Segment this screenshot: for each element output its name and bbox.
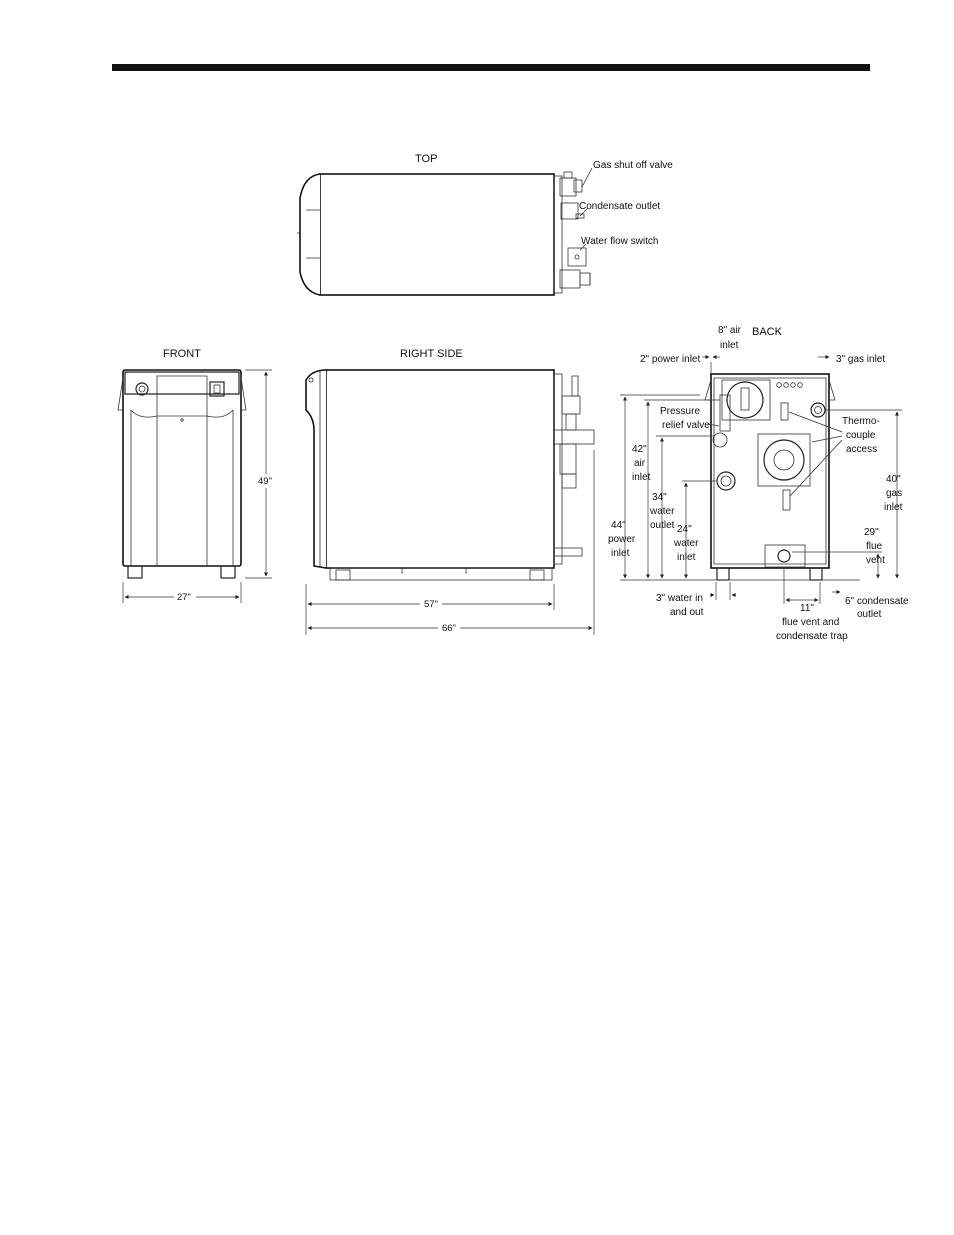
gas-height-label-1: 40" (886, 474, 901, 485)
condensate-size-label-1: 6" condensate (845, 596, 909, 607)
top-view: TOP Gas shut off valve Condensate outlet… (297, 153, 673, 296)
flue-port-icon (763, 439, 805, 481)
water-inlet-height-label-2: water (673, 538, 699, 549)
water-size-label-1: 3" water in (656, 593, 703, 604)
back-view-title: BACK (752, 326, 783, 338)
flue-height-label-2: flue (866, 541, 883, 552)
condensate-outlet-callout: Condensate outlet (579, 201, 660, 212)
front-height-dim: 49" (258, 476, 272, 487)
flue-height-label-1: 29" (864, 527, 879, 538)
right-side-view-title: RIGHT SIDE (400, 348, 463, 360)
relief-valve-label-1: Pressure (660, 406, 700, 417)
thermocouple-label-3: access (846, 444, 877, 455)
side-body-length-dim: 57" (424, 599, 438, 610)
air-inlet-size-label-2: inlet (720, 340, 739, 351)
power-height-label-3: inlet (611, 548, 630, 559)
front-view-title: FRONT (163, 348, 201, 360)
front-view-body (122, 369, 242, 567)
water-inlet-height-label-3: inlet (677, 552, 696, 563)
front-view: FRONT 49" 27" (117, 348, 276, 603)
thermocouple-label-2: couple (846, 430, 876, 441)
water-outlet-port-icon (716, 471, 736, 491)
water-inlet-height-label-1: 24" (677, 524, 692, 535)
gas-inlet-port-icon (810, 402, 826, 418)
top-view-body (319, 173, 555, 296)
front-width-dim: 27" (177, 592, 191, 603)
power-height-label-1: 44" (611, 520, 626, 531)
right-side-body (325, 369, 555, 569)
water-size-label-2: and out (670, 607, 704, 618)
gas-height-label-3: inlet (884, 502, 903, 513)
water-flow-switch-callout: Water flow switch (581, 236, 658, 247)
condensate-size-label-2: outlet (857, 609, 882, 620)
gas-inlet-size-label: 3" gas inlet (836, 354, 885, 365)
thermocouple-label-1: Thermo- (842, 416, 880, 427)
air-inlet-port-icon (726, 381, 764, 419)
air-height-label-2: air (634, 458, 646, 469)
air-height-label-1: 42" (632, 444, 647, 455)
water-outlet-height-label-2: water (649, 506, 675, 517)
flue-height-label-3: vent (866, 555, 885, 566)
flue-width-label-1: 11" (800, 603, 814, 614)
air-height-label-3: inlet (632, 472, 651, 483)
top-view-title: TOP (415, 153, 437, 165)
gas-shutoff-valve-callout: Gas shut off valve (593, 160, 673, 171)
front-left-dial-icon (135, 382, 149, 396)
side-overall-length-dim: 66" (442, 623, 456, 634)
flue-width-label-3: condensate trap (776, 631, 848, 642)
flue-width-label-2: flue vent and (782, 617, 839, 628)
back-view: BACK 8" air inle (608, 325, 909, 642)
water-outlet-height-label-3: outlet (650, 520, 675, 531)
gas-height-label-2: gas (886, 488, 902, 499)
header-rule (112, 64, 870, 71)
right-side-view: RIGHT SIDE 57" 66" (305, 348, 595, 635)
top-view-front-cap (299, 173, 321, 296)
water-outlet-height-label-1: 34" (652, 492, 667, 503)
air-inlet-size-label-1: 8" air (718, 325, 742, 336)
power-height-label-2: power (608, 534, 636, 545)
power-inlet-label: 2" power inlet (640, 354, 700, 365)
front-right-switch-icon (209, 381, 225, 397)
relief-valve-label-2: relief valve (662, 420, 710, 431)
condensate-trap-icon (777, 549, 791, 563)
